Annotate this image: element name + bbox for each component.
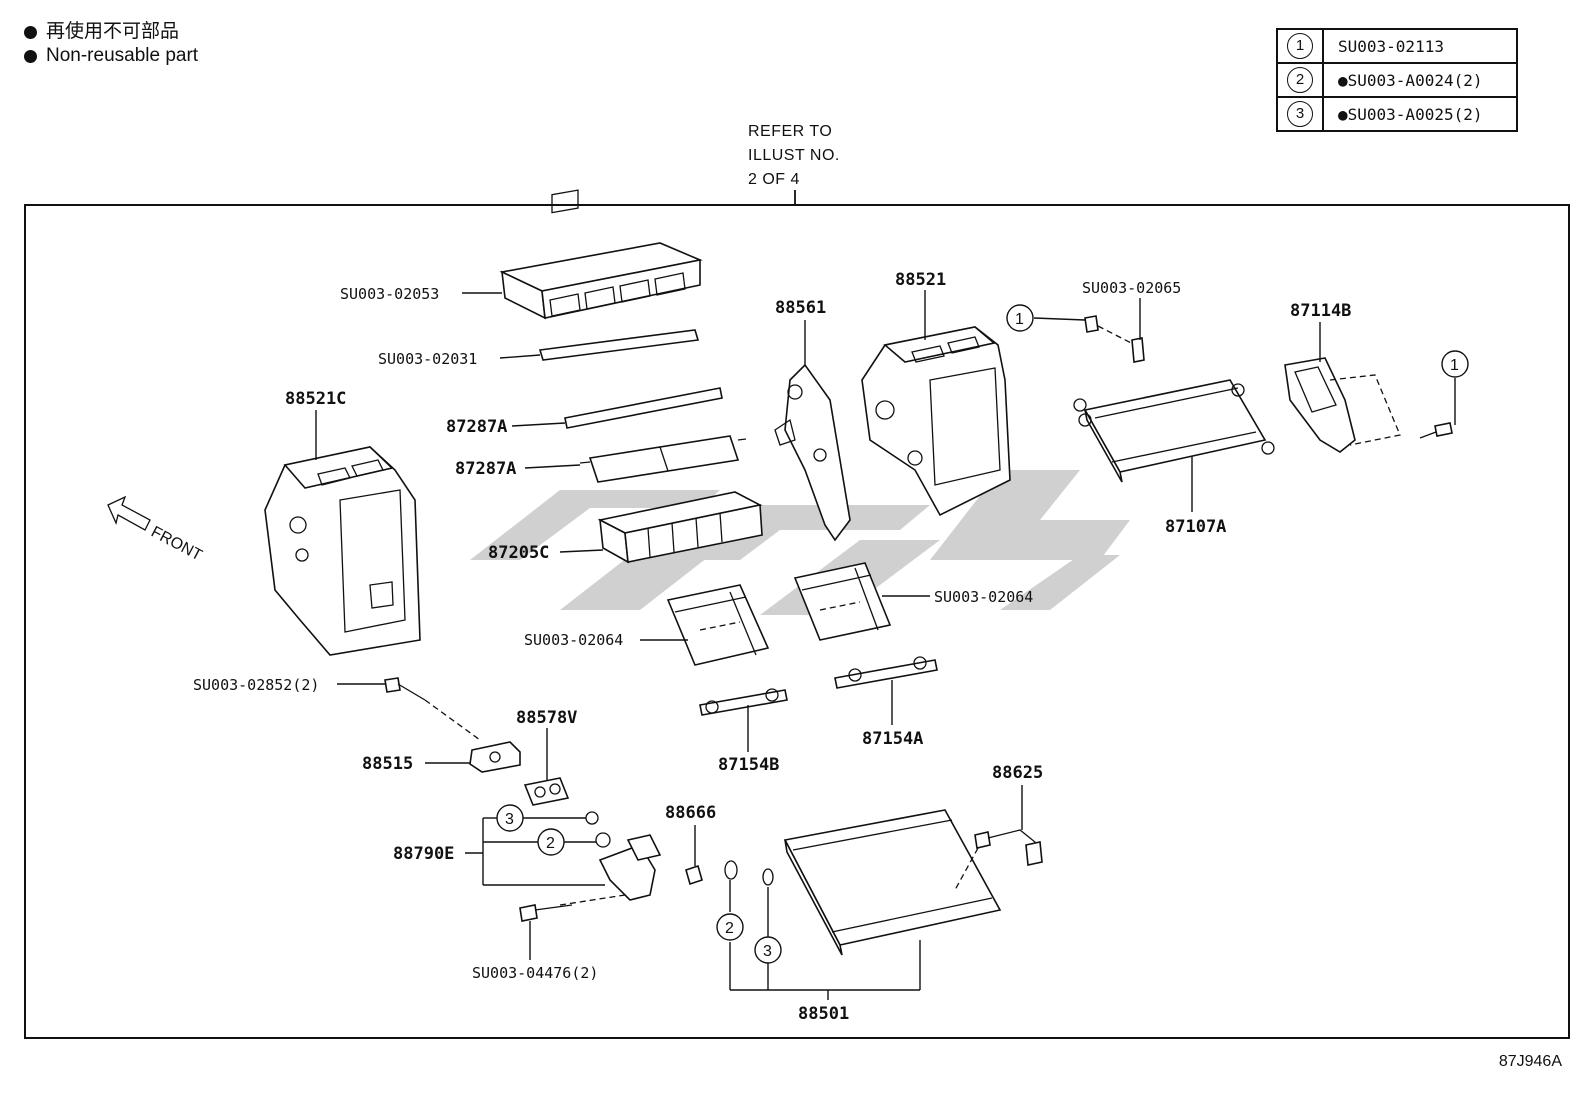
- key-number: 3: [1287, 101, 1313, 127]
- label-88625: 88625: [992, 763, 1043, 783]
- callout-2-valve: 2: [537, 828, 565, 856]
- housing-88521-part: [861, 326, 1011, 517]
- seal-left-part: [666, 584, 770, 666]
- label-88501: 88501: [798, 1004, 849, 1024]
- key-row-2: 2 ●SU003-A0024(2): [1276, 62, 1518, 98]
- legend-row-jp: 再使用不可部品: [24, 20, 198, 44]
- label-su003-02852: SU003-02852(2): [193, 676, 319, 694]
- front-label: FRONT: [148, 524, 205, 565]
- key-row-3: 3 ●SU003-A0025(2): [1276, 96, 1518, 132]
- svg-text:1: 1: [1450, 357, 1459, 374]
- label-88561: 88561: [775, 298, 826, 318]
- svg-text:1: 1: [1015, 311, 1024, 328]
- filter-strip-part: [538, 329, 700, 361]
- svg-text:3: 3: [763, 943, 772, 960]
- key-part-number: ●SU003-A0025(2): [1322, 96, 1518, 132]
- filter-cover-part: [499, 189, 703, 320]
- label-87154b: 87154B: [718, 755, 779, 775]
- legend-jp-text: 再使用不可部品: [46, 21, 180, 42]
- svg-text:3: 3: [505, 811, 514, 828]
- label-88521: 88521: [895, 270, 946, 290]
- shaft-87154a-part: [834, 656, 938, 689]
- bullet-icon: [24, 25, 37, 39]
- sensor-88625-part: [954, 829, 1043, 891]
- legend-row-en: Non-reusable part: [24, 44, 198, 68]
- label-87114b: 87114B: [1290, 301, 1351, 321]
- callout-3-valve: 3: [496, 804, 524, 832]
- damper-plate-part: [579, 435, 747, 483]
- key-part-number: ●SU003-A0024(2): [1322, 62, 1518, 98]
- svg-text:2: 2: [546, 835, 555, 852]
- heater-core-87107a-part: [1073, 379, 1275, 483]
- grommet-88578v-part: [523, 777, 570, 806]
- lever-bracket-88561-part: [774, 363, 851, 542]
- front-arrow: FRONT: [107, 495, 205, 565]
- refer-note: REFER TO ILLUST NO. 2 OF 4: [748, 123, 840, 188]
- label-88515: 88515: [362, 754, 413, 774]
- key-row-1: 1 SU003-02113: [1276, 28, 1518, 64]
- label-88790e: 88790E: [393, 844, 454, 864]
- label-88578v: 88578V: [516, 708, 577, 728]
- callout-2-evaporator: 2: [716, 913, 744, 941]
- callout-1-top: 1: [1006, 304, 1034, 332]
- damper-box-87205c-part: [597, 491, 763, 564]
- label-87154a: 87154A: [862, 729, 923, 749]
- label-su003-02053: SU003-02053: [340, 285, 439, 303]
- evaporator-88501-part: [724, 809, 1002, 956]
- label-88666: 88666: [665, 803, 716, 823]
- label-88521c: 88521C: [285, 389, 346, 409]
- label-87287a-upper: 87287A: [446, 417, 507, 437]
- diagram-frame: [24, 204, 1570, 1039]
- label-87287a-lower: 87287A: [455, 459, 516, 479]
- bullet-icon: [24, 49, 37, 63]
- expansion-valve-88790e-part: [559, 811, 662, 906]
- legend-en-text: Non-reusable part: [46, 45, 199, 66]
- bolt-su003-02852-part: [384, 677, 481, 741]
- shaft-87154b-part: [699, 688, 788, 716]
- bolt-su003-04476-part: [519, 904, 573, 922]
- key-part-number: SU003-02113: [1322, 28, 1518, 64]
- label-su003-04476: SU003-04476(2): [472, 964, 598, 982]
- label-87107a: 87107A: [1165, 517, 1226, 537]
- callout-key-table: 1 SU003-02113 2 ●SU003-A0024(2) 3 ●SU003…: [1276, 28, 1518, 132]
- callout-3-evaporator: 3: [754, 936, 782, 964]
- label-su003-02064-right: SU003-02064: [934, 588, 1033, 606]
- housing-88521c-part: [264, 446, 421, 656]
- label-87205c: 87205C: [488, 543, 549, 563]
- svg-text:2: 2: [725, 920, 734, 937]
- seal-right-part: [793, 562, 892, 641]
- label-su003-02065: SU003-02065: [1082, 279, 1181, 297]
- cover-87114b-part: [1284, 357, 1401, 453]
- document-id: 87J946A: [1498, 1053, 1562, 1070]
- key-number: 1: [1287, 33, 1313, 59]
- label-su003-02064-left: SU003-02064: [524, 631, 623, 649]
- callout-1-right: 1: [1441, 350, 1469, 378]
- clip-88666-part: [685, 864, 703, 886]
- clip-screw-part: [1084, 315, 1145, 363]
- damper-rod-upper-part: [564, 387, 723, 429]
- key-number: 2: [1287, 67, 1313, 93]
- legend: 再使用不可部品 Non-reusable part: [24, 20, 198, 68]
- block-88515-part: [469, 741, 521, 773]
- label-su003-02031: SU003-02031: [378, 350, 477, 368]
- screw-right-part: [1419, 422, 1453, 439]
